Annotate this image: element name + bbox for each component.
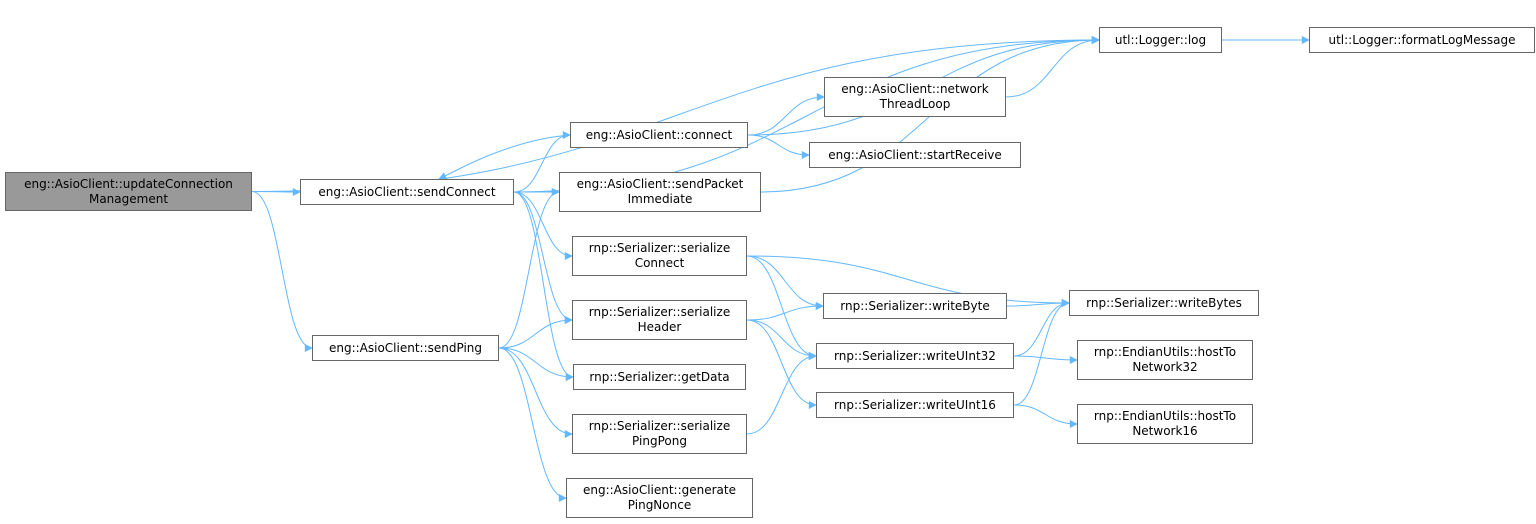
node-label-line: rnp::EndianUtils::hostTo (1093, 345, 1237, 359)
node-label-line: Network32 (1132, 360, 1198, 374)
node-getData[interactable]: rnp::Serializer::getData (573, 364, 746, 390)
edge-writeUInt16-to-writeBytes (1013, 299, 1070, 406)
node-label-line: rnp::Serializer::serialize (588, 419, 731, 433)
node-log[interactable]: utl::Logger::log (1099, 27, 1222, 53)
node-label-line: rnp::Serializer::serialize (588, 305, 731, 319)
node-label-line: rnp::Serializer::writeUInt32 (834, 348, 996, 363)
node-label-line: utl::Logger::log (1114, 32, 1207, 47)
node-label-line: Network16 (1132, 424, 1198, 438)
node-label-line: rnp::Serializer::serialize (588, 241, 731, 255)
edge-sendConnect-to-getData (513, 191, 574, 381)
node-label-line: PingNonce (627, 498, 692, 512)
node-label-line: ThreadLoop (879, 97, 951, 111)
node-label-line: Connect (634, 256, 685, 270)
node-label-line: utl::Logger::formatLogMessage (1328, 32, 1516, 47)
node-writeByte[interactable]: rnp::Serializer::writeByte (823, 293, 1007, 319)
node-label-line: rnp::Serializer::writeUInt16 (834, 397, 996, 412)
node-writeBytes[interactable]: rnp::Serializer::writeBytes (1069, 290, 1259, 316)
edge-networkThreadLoop-to-log (1005, 36, 1100, 98)
node-label-line: rnp::EndianUtils::hostTo (1093, 409, 1237, 423)
edge-writeUInt16-to-hostToNetwork16 (1013, 404, 1078, 428)
edge-writeByte-to-writeBytes (1006, 299, 1070, 308)
edge-connect-to-sendConnect (438, 134, 571, 180)
node-label-line: eng::AsioClient::connect (585, 127, 733, 142)
node-label-line: eng::AsioClient::sendPing (328, 340, 483, 355)
node-label-line: eng::AsioClient::generate (582, 483, 737, 497)
node-label-line: PingPong (632, 434, 687, 448)
edge-sendConnect-to-connect (513, 131, 571, 193)
edge-updateConnectionManagement-to-sendPing (251, 191, 313, 352)
edge-sendPing-to-generatePingNonce (498, 347, 567, 502)
node-label-line: eng::AsioClient::updateConnection (24, 176, 233, 191)
node-label-line: eng::AsioClient::sendConnect (318, 184, 496, 199)
node-sendPing[interactable]: eng::AsioClient::sendPing (312, 335, 499, 361)
edge-connect-to-startReceive (747, 134, 810, 159)
node-writeUInt16[interactable]: rnp::Serializer::writeUInt16 (816, 392, 1014, 418)
edge-writeUInt32-to-writeBytes (1013, 299, 1070, 357)
edge-writeUInt32-to-hostToNetwork32 (1013, 355, 1078, 364)
node-writeUInt32[interactable]: rnp::Serializer::writeUInt32 (816, 343, 1014, 369)
node-label-line: eng::AsioClient::startReceive (828, 147, 1002, 162)
edge-serializeHeader-to-writeByte (746, 302, 824, 321)
edge-sendPing-to-serializePingPong (498, 347, 573, 438)
edge-serializeHeader-to-writeUInt16 (746, 319, 817, 409)
node-connect[interactable]: eng::AsioClient::connect (570, 122, 748, 148)
edge-sendConnect-to-serializeConnect (513, 191, 573, 260)
edge-serializePingPong-to-writeUInt32 (746, 352, 817, 435)
node-label-line: Header (637, 320, 682, 334)
node-label-line: rnp::Serializer::writeByte (840, 298, 990, 313)
node-label-line: Management (88, 191, 169, 206)
node-formatLogMessage[interactable]: utl::Logger::formatLogMessage (1309, 27, 1535, 53)
edge-sendPing-to-serializeHeader (498, 316, 573, 349)
node-label-line: Immediate (627, 192, 693, 206)
node-label-line: eng::AsioClient::sendPacket (576, 177, 744, 191)
edge-serializeConnect-to-writeByte (746, 255, 824, 310)
node-startReceive[interactable]: eng::AsioClient::startReceive (809, 142, 1021, 168)
node-label-line: rnp::Serializer::getData (589, 369, 730, 384)
edge-sendPing-to-sendPacketImmediate (498, 188, 560, 349)
edge-sendConnect-to-log (513, 36, 1100, 193)
node-sendConnect[interactable]: eng::AsioClient::sendConnect (300, 179, 514, 205)
edge-serializeConnect-to-writeUInt32 (746, 255, 817, 360)
edge-connect-to-networkThreadLoop (747, 93, 825, 136)
edge-serializeHeader-to-writeUInt32 (746, 319, 817, 360)
node-label-line: rnp::Serializer::writeBytes (1086, 295, 1242, 310)
edge-serializeConnect-to-writeBytes (746, 255, 1070, 307)
node-label-line: eng::AsioClient::network (841, 82, 989, 96)
edge-sendPing-to-getData (498, 347, 574, 381)
edge-sendConnect-to-serializeHeader (513, 191, 573, 324)
